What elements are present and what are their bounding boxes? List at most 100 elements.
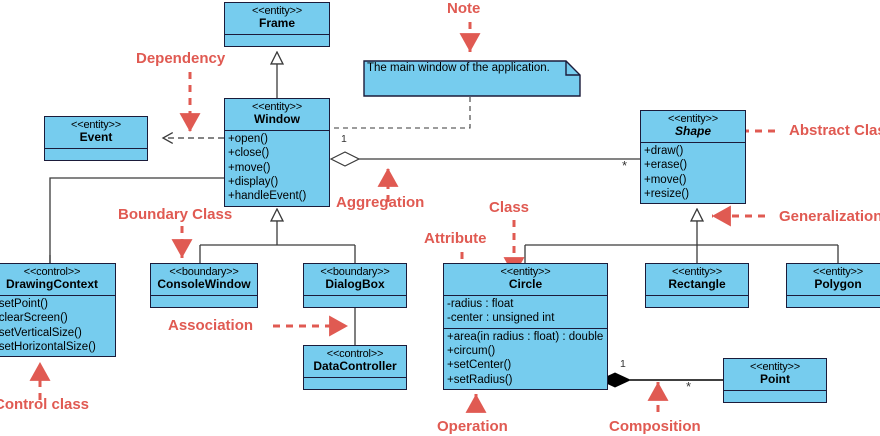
multiplicity-circle-point-target: * [686, 379, 692, 394]
class-header-window: <<entity>> Window [225, 99, 329, 130]
class-operations-drawingcontext: +setPoint() +clearScreen() +setVerticalS… [0, 294, 115, 357]
class-name: ConsoleWindow [157, 277, 251, 292]
class-header-frame: <<entity>> Frame [225, 3, 329, 34]
annotation-control-class: Control class [0, 396, 90, 413]
class-stereotype: <<entity>> [672, 266, 722, 278]
generalization-window-subclasses [199, 209, 356, 263]
class-box-drawingcontext[interactable]: <<control>> DrawingContext +setPoint() +… [0, 263, 116, 358]
association-window-drawingcontext [49, 177, 224, 263]
class-stereotype: <<entity>> [750, 361, 800, 373]
class-stereotype: <<entity>> [252, 101, 302, 113]
operation-item: +setHorizontalSize() [0, 340, 96, 353]
class-header-rectangle: <<entity>> Rectangle [646, 264, 748, 295]
aggregation-window-shape [329, 151, 640, 167]
attribute-item: -center : unsigned int [447, 312, 555, 325]
class-members-point [724, 389, 826, 402]
annotation-note: Note [447, 0, 481, 17]
class-header-polygon: <<entity>> Polygon [787, 264, 880, 295]
attribute-item: -radius : float [447, 297, 514, 310]
operation-item: +display() [228, 175, 279, 188]
operation-item: +clearScreen() [0, 312, 68, 325]
class-name: DrawingContext [5, 277, 98, 292]
annotation-boundary-class: Boundary Class [118, 206, 233, 223]
operation-item: +setCenter() [447, 359, 512, 372]
class-members-dialogbox [304, 294, 406, 307]
class-header-circle: <<entity>> Circle [444, 264, 607, 295]
class-box-window[interactable]: <<entity>> Window +open() +close() +move… [224, 98, 330, 207]
class-box-rectangle[interactable]: <<entity>> Rectangle [645, 263, 749, 308]
class-name: Rectangle [668, 277, 726, 292]
class-name: Polygon [814, 277, 862, 292]
class-members-consolewindow [151, 294, 257, 307]
class-members-frame [225, 33, 329, 46]
composition-circle-point [598, 372, 723, 388]
class-name: Point [760, 372, 790, 387]
class-members-rectangle [646, 294, 748, 307]
class-header-dialogbox: <<boundary>> DialogBox [304, 264, 406, 295]
class-header-consolewindow: <<boundary>> ConsoleWindow [151, 264, 257, 295]
operation-item: +draw() [644, 144, 684, 157]
class-box-polygon[interactable]: <<entity>> Polygon [786, 263, 880, 308]
class-box-event[interactable]: <<entity>> Event [44, 116, 148, 161]
annotation-dependency: Dependency [136, 50, 226, 67]
multiplicity-circle-point-source: 1 [620, 358, 626, 370]
class-name: Event [79, 130, 113, 145]
multiplicity-window-shape-target: * [622, 158, 628, 173]
class-operations-window: +open() +close() +move() +display() +han… [225, 129, 329, 206]
class-header-shape: <<entity>> Shape [641, 111, 745, 142]
annotation-generalization: Generalization [779, 208, 880, 225]
class-operations-shape: +draw() +erase() +move() +resize() [641, 141, 745, 204]
class-stereotype: <<entity>> [668, 113, 718, 125]
class-name: Shape [674, 124, 711, 139]
class-name: Window [254, 112, 300, 127]
class-box-frame[interactable]: <<entity>> Frame [224, 2, 330, 47]
multiplicity-window-shape-source: 1 [341, 133, 347, 145]
operation-item: +move() [644, 173, 687, 186]
note-box[interactable]: The main window of the application. [363, 60, 581, 97]
class-members-polygon [787, 294, 880, 307]
operation-item: +circum() [447, 344, 496, 357]
class-box-shape[interactable]: <<entity>> Shape +draw() +erase() +move(… [640, 110, 746, 205]
note-anchor-line [330, 97, 471, 129]
class-name: DialogBox [325, 277, 385, 292]
class-box-point[interactable]: <<entity>> Point [723, 358, 827, 403]
operation-item: +setVerticalSize() [0, 326, 82, 339]
class-header-datacontroller: <<control>> DataController [304, 346, 406, 377]
class-members-event [45, 147, 147, 160]
class-header-event: <<entity>> Event [45, 117, 147, 148]
operation-item: +close() [228, 147, 270, 160]
class-members-datacontroller [304, 376, 406, 389]
operation-item: +setRadius() [447, 373, 513, 386]
generalization-shape-subclasses [524, 209, 839, 263]
class-header-drawingcontext: <<control>> DrawingContext [0, 264, 115, 295]
annotation-abstract-class: Abstract Class [789, 122, 880, 139]
operation-item: +open() [228, 132, 268, 145]
class-box-datacontroller[interactable]: <<control>> DataController [303, 345, 407, 390]
class-stereotype: <<control>> [326, 348, 384, 360]
note-shape [363, 60, 581, 97]
class-stereotype: <<control>> [23, 266, 81, 278]
class-attributes-circle: -radius : float -center : unsigned int [444, 294, 607, 328]
class-box-dialogbox[interactable]: <<boundary>> DialogBox [303, 263, 407, 308]
operation-item: +move() [228, 161, 271, 174]
annotation-aggregation: Aggregation [336, 194, 425, 211]
class-box-consolewindow[interactable]: <<boundary>> ConsoleWindow [150, 263, 258, 308]
class-box-circle[interactable]: <<entity>> Circle -radius : float -cente… [443, 263, 608, 390]
class-name: Frame [258, 16, 296, 31]
operation-item: +area(in radius : float) : double [447, 330, 604, 343]
class-stereotype: <<boundary>> [169, 266, 239, 278]
note-text: The main window of the application. [367, 62, 550, 74]
operation-item: +setPoint() [0, 297, 48, 310]
annotation-association: Association [168, 317, 254, 334]
class-stereotype: <<entity>> [71, 119, 121, 131]
annotation-class: Class [489, 199, 530, 216]
operation-item: +handleEvent() [228, 190, 307, 203]
operation-item: +erase() [644, 159, 688, 172]
class-header-point: <<entity>> Point [724, 359, 826, 390]
annotation-attribute: Attribute [424, 230, 487, 247]
class-operations-circle: +area(in radius : float) : double +circu… [444, 327, 607, 390]
class-name: DataController [313, 359, 397, 374]
class-name: Circle [508, 277, 543, 292]
